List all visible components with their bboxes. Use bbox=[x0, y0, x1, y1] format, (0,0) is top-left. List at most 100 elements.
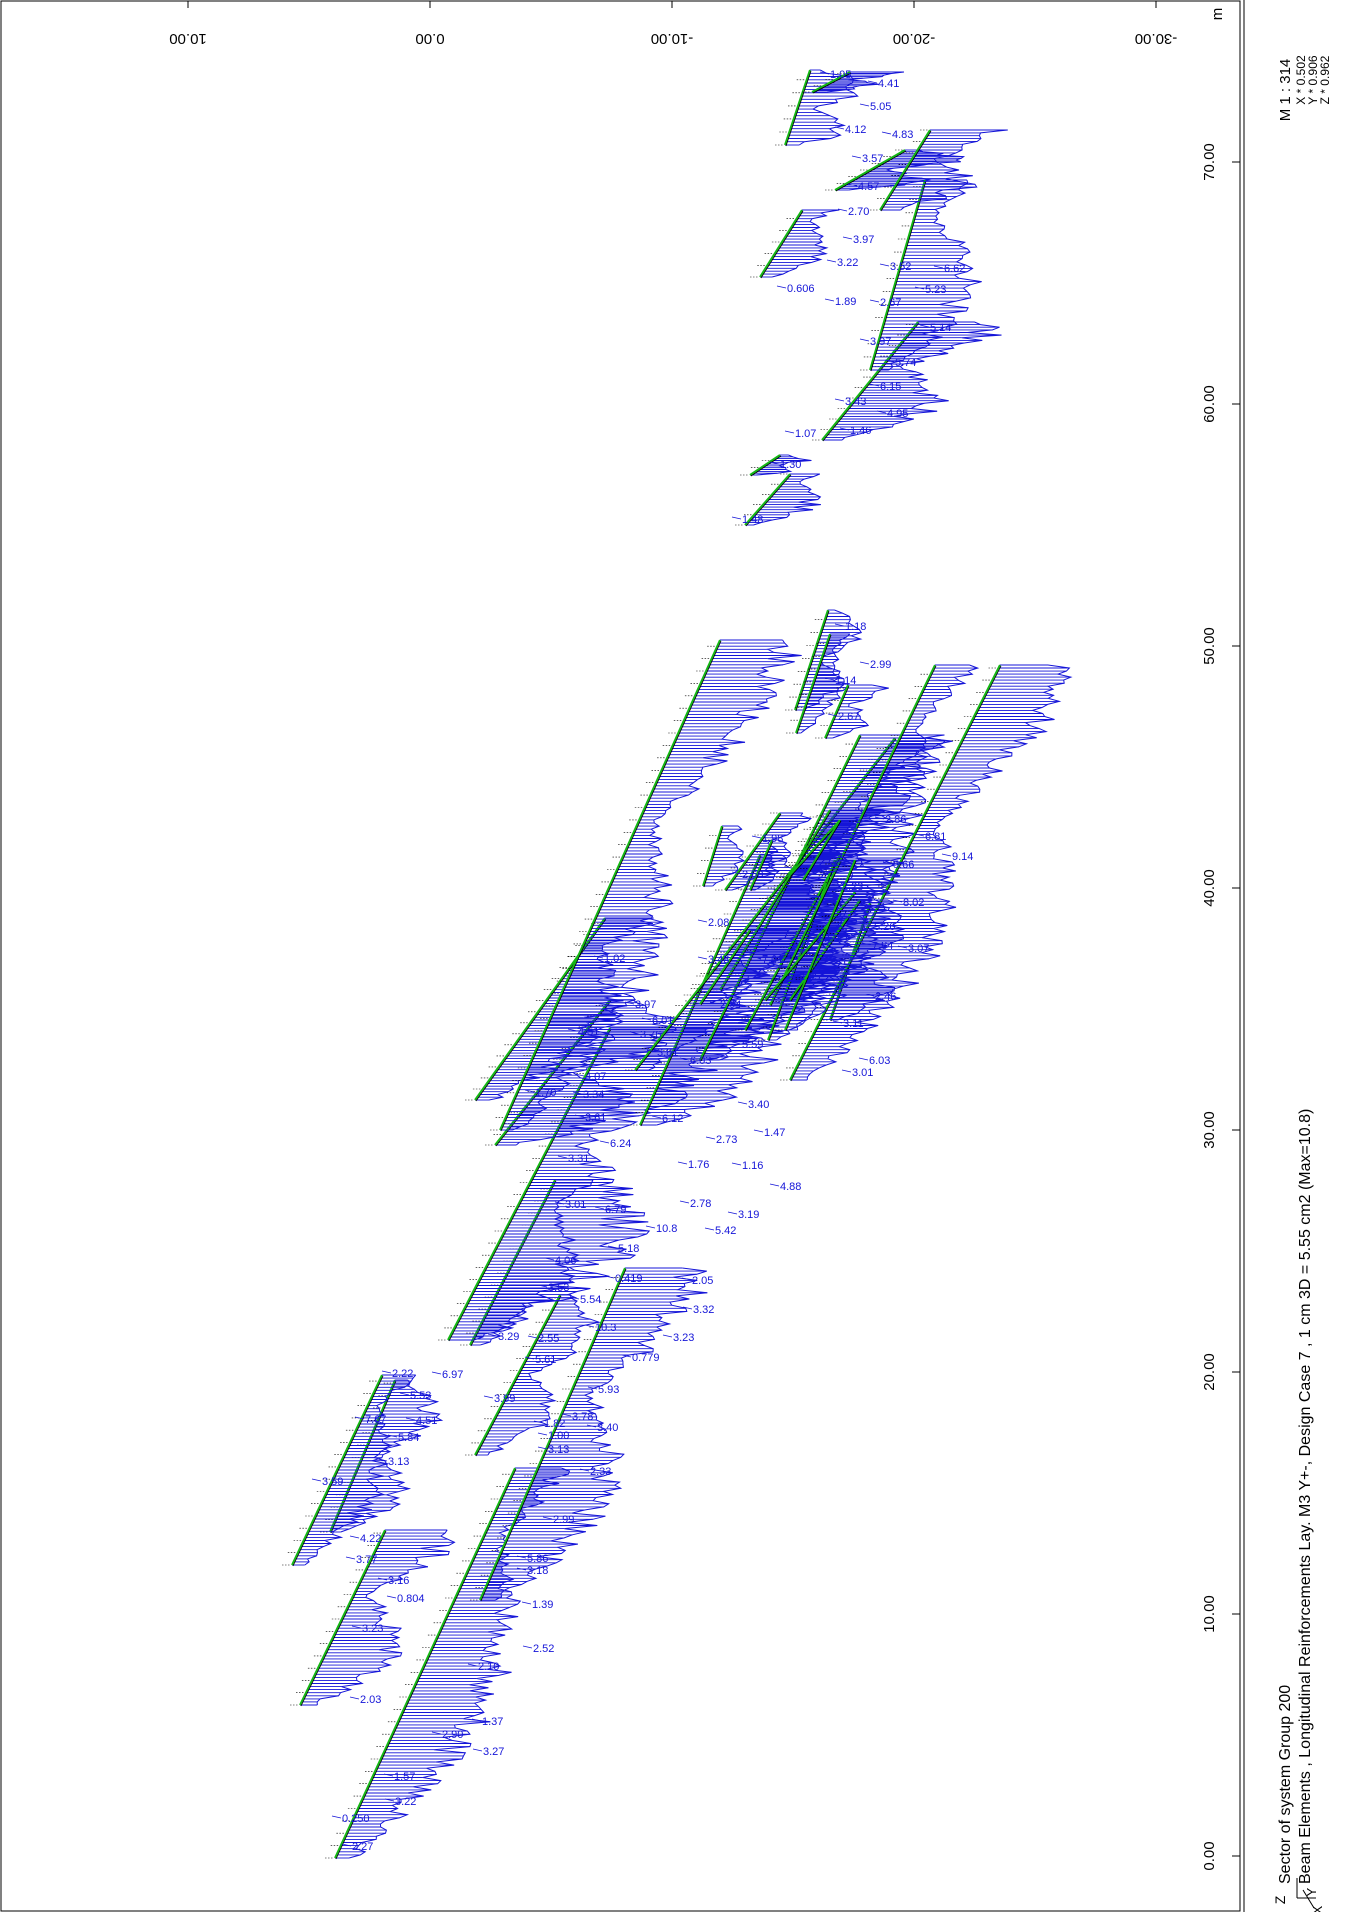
beam-diagram-group bbox=[325, 1467, 571, 1860]
beam-edge-line bbox=[795, 610, 830, 712]
value-leader bbox=[776, 285, 787, 289]
beam-edge-line bbox=[803, 820, 842, 882]
value-label: 7.01 bbox=[762, 954, 783, 966]
diagram-outline bbox=[900, 129, 1008, 211]
value-label: 5.23 bbox=[925, 284, 946, 296]
value-label: 1.46 bbox=[850, 425, 871, 437]
value-label: 1.37 bbox=[482, 1716, 503, 1728]
diagram-outline bbox=[832, 684, 889, 739]
beam-axis-line bbox=[794, 609, 829, 711]
value-leader bbox=[349, 1535, 360, 1539]
beam-diagram-group bbox=[786, 633, 851, 735]
diagram-groups bbox=[282, 69, 1073, 1860]
value-leader bbox=[731, 516, 742, 520]
value-label: 3.13 bbox=[388, 1456, 409, 1468]
beam-axis-line bbox=[299, 1529, 386, 1706]
value-leader bbox=[586, 1424, 597, 1428]
value-leader bbox=[554, 1201, 565, 1205]
value-label: 7.67 bbox=[365, 1414, 386, 1426]
value-leader bbox=[516, 1567, 527, 1571]
value-label: 3.29 bbox=[498, 1331, 519, 1343]
value-leader bbox=[788, 973, 799, 977]
beam-diagram-group bbox=[775, 859, 904, 1032]
value-label: 3.01 bbox=[565, 1199, 586, 1211]
value-label: 3.22 bbox=[395, 1796, 416, 1808]
value-leader bbox=[557, 1155, 568, 1159]
value-label: 1.07 bbox=[795, 428, 816, 440]
beam-edge-line bbox=[750, 455, 782, 477]
diagram-outline bbox=[841, 321, 1002, 441]
value-leader bbox=[377, 1458, 388, 1462]
value-label: 3.19 bbox=[738, 1209, 759, 1221]
beam-edge-line bbox=[475, 1295, 562, 1457]
value-leader bbox=[731, 871, 742, 875]
top-axis-tick: 10.00 bbox=[169, 1, 207, 47]
right-axis-tick: 10.00 bbox=[1201, 1595, 1240, 1633]
beam-axis-line bbox=[334, 1467, 516, 1859]
value-leader bbox=[524, 1356, 535, 1360]
value-label: 3.81 bbox=[657, 1047, 678, 1059]
beam-axis-line bbox=[824, 684, 849, 739]
value-leader bbox=[621, 1354, 632, 1358]
value-leader bbox=[751, 956, 762, 960]
value-label: 4.12 bbox=[845, 124, 866, 136]
value-label: 2.05 bbox=[799, 971, 820, 983]
value-leader bbox=[574, 1114, 585, 1118]
beam-edge-line bbox=[765, 892, 857, 1002]
value-label: 2.46 bbox=[875, 991, 896, 1003]
value-label: 3.23 bbox=[362, 1623, 383, 1635]
value-leader bbox=[567, 1028, 578, 1032]
value-label: 3.97 bbox=[870, 336, 891, 348]
caption-line-1: Sector of system Group 200 bbox=[1277, 1685, 1294, 1884]
caption-line-2: Beam Elements , Longitudinal Reinforceme… bbox=[1297, 1109, 1314, 1884]
beam-axis-line bbox=[479, 1267, 626, 1601]
right-axis-tick: 20.00 bbox=[1201, 1353, 1240, 1391]
value-label: 2.99 bbox=[870, 659, 891, 671]
value-leader bbox=[607, 1245, 618, 1249]
value-label: 8.02 bbox=[903, 897, 924, 909]
top-axis-tick-label: 0.00 bbox=[415, 30, 444, 47]
value-label: 3.40 bbox=[748, 1099, 769, 1111]
value-leader bbox=[859, 103, 870, 107]
value-leader bbox=[879, 263, 890, 267]
beam-edge-line bbox=[495, 1000, 612, 1147]
right-axis-tick-label: 0.00 bbox=[1201, 1841, 1218, 1870]
value-leader bbox=[331, 1815, 342, 1819]
value-label: 2.67 bbox=[880, 297, 901, 309]
beam-axis-line bbox=[869, 179, 926, 371]
beam-axis-line bbox=[749, 839, 773, 891]
value-leader bbox=[467, 1663, 478, 1667]
value-label: 3.52 bbox=[890, 261, 911, 273]
value-leader bbox=[709, 1001, 720, 1005]
beam-diagram-group bbox=[740, 454, 812, 477]
value-leader bbox=[704, 1227, 715, 1231]
beam-edge-line bbox=[790, 665, 1002, 1082]
value-label: 9.14 bbox=[952, 851, 973, 863]
value-leader bbox=[527, 1335, 538, 1339]
value-leader bbox=[831, 883, 842, 887]
value-label: 7.84 bbox=[872, 940, 893, 952]
diagram-outline bbox=[753, 473, 822, 526]
value-leader bbox=[869, 299, 880, 303]
value-leader bbox=[537, 1446, 548, 1450]
value-leader bbox=[569, 1296, 580, 1300]
value-leader bbox=[847, 183, 858, 187]
value-label: 6.15 bbox=[880, 381, 901, 393]
value-label: 3.32 bbox=[693, 1304, 714, 1316]
value-label: 5.66 bbox=[893, 859, 914, 871]
right-axis-tick-label: 10.00 bbox=[1201, 1595, 1218, 1633]
value-leader bbox=[874, 816, 885, 820]
diagram-outline bbox=[775, 891, 892, 1001]
value-label: 2.70 bbox=[848, 206, 869, 218]
value-leader bbox=[892, 899, 903, 903]
value-label: 3.13 bbox=[548, 1444, 569, 1456]
beam-diagram-group bbox=[812, 321, 1002, 442]
value-label: 3.76 bbox=[640, 1029, 661, 1041]
value-label: 3.31 bbox=[568, 1153, 589, 1165]
diagram-outline bbox=[348, 1467, 571, 1859]
beam-edge-line bbox=[785, 70, 812, 147]
diagram-outline bbox=[815, 819, 870, 881]
value-leader bbox=[933, 265, 944, 269]
value-label: 2.05 bbox=[692, 1275, 713, 1287]
